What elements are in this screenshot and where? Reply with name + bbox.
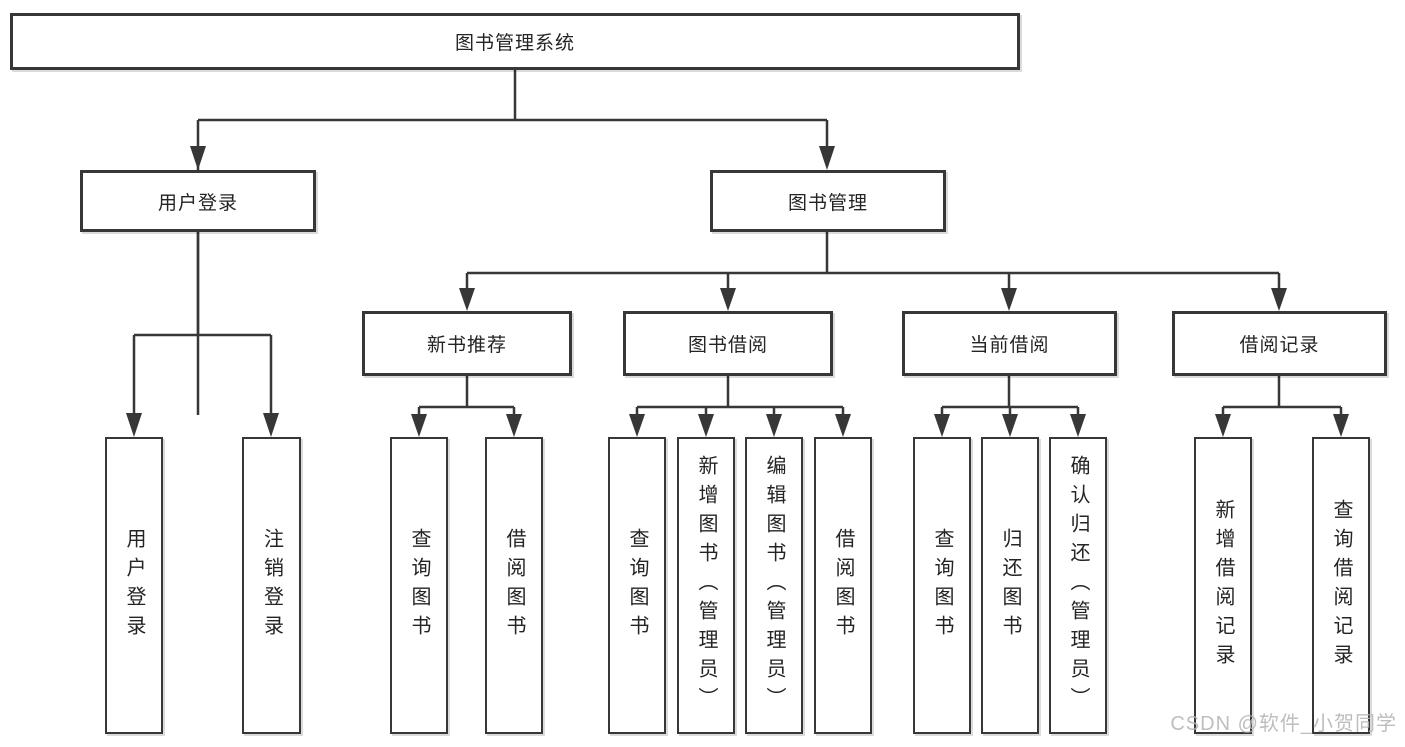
node-label: 借阅图书 (832, 527, 854, 644)
arrow-icon (720, 288, 736, 311)
leaf-user-login: 用户登录 (105, 437, 163, 734)
arrow-icon (819, 146, 835, 170)
arrow-icon (766, 414, 782, 437)
arrow-icon (934, 414, 950, 437)
node-label: 图书管理系统 (454, 33, 575, 54)
leaf-borrow-books: 借阅图书 (814, 437, 872, 734)
node-label: 用户登录 (123, 527, 145, 644)
arrow-icon (126, 413, 142, 437)
node-label: 查询借阅记录 (1330, 498, 1352, 673)
arrow-icon (1271, 288, 1287, 311)
arrow-icon (459, 288, 475, 311)
connector-current-borrow-subtree (940, 376, 1080, 416)
leaf-current-query-books: 查询图书 (913, 437, 971, 734)
node-user-login: 用户登录 (80, 170, 316, 232)
node-label: 新书推荐 (426, 335, 507, 356)
connector-user-login-subtree (132, 232, 273, 415)
leaf-return-books: 归还图书 (981, 437, 1039, 734)
connector-book-borrow-subtree (635, 376, 845, 416)
node-label: 借阅记录 (1239, 335, 1320, 356)
node-label: 用户登录 (157, 192, 238, 214)
connector-new-book-subtree (417, 376, 516, 416)
leaf-add-book-admin: 新增图书（管理员） (677, 437, 735, 734)
node-new-book-recommend: 新书推荐 (362, 311, 572, 376)
arrow-icon (1070, 414, 1086, 437)
leaf-confirm-return-admin: 确认归还（管理员） (1049, 437, 1107, 734)
leaf-query-borrow-record: 查询借阅记录 (1312, 437, 1370, 734)
leaf-add-borrow-record: 新增借阅记录 (1194, 437, 1252, 734)
leaf-edit-book-admin: 编辑图书（管理员） (745, 437, 803, 734)
node-label: 新增借阅记录 (1212, 498, 1234, 673)
node-label: 归还图书 (999, 527, 1021, 644)
arrow-icon (411, 414, 427, 437)
connector-book-mgmt-to-level3 (465, 232, 1281, 290)
node-book-borrow: 图书借阅 (623, 311, 833, 376)
arrow-icon (1215, 414, 1231, 437)
node-label: 查询图书 (931, 527, 953, 644)
node-label: 当前借阅 (969, 335, 1050, 356)
arrow-icon (629, 414, 645, 437)
node-label: 查询图书 (626, 527, 648, 644)
leaf-recommend-borrow-books: 借阅图书 (485, 437, 543, 734)
csdn-watermark: CSDN @软件_小贺同学 (1170, 713, 1397, 735)
node-label: 图书借阅 (687, 335, 768, 356)
arrow-icon (698, 414, 714, 437)
arrowheads (126, 146, 1349, 437)
arrow-icon (1333, 414, 1349, 437)
arrow-icon (1002, 414, 1018, 437)
node-borrow-record: 借阅记录 (1172, 311, 1387, 376)
leaf-recommend-query-books: 查询图书 (390, 437, 448, 734)
arrow-icon (263, 413, 279, 437)
node-label: 查询图书 (408, 527, 430, 644)
node-label: 注销登录 (260, 527, 283, 644)
leaf-borrow-query-books: 查询图书 (608, 437, 666, 734)
node-current-borrow: 当前借阅 (902, 311, 1117, 376)
arrow-icon (1001, 288, 1017, 311)
node-label: 借阅图书 (503, 527, 525, 644)
arrow-icon (506, 414, 522, 437)
node-root-system: 图书管理系统 (10, 13, 1020, 70)
node-label: 编辑图书（管理员） (763, 455, 785, 716)
node-label: 新增图书（管理员） (695, 455, 717, 716)
node-label: 图书管理 (787, 192, 868, 214)
node-label: 确认归还（管理员） (1067, 455, 1089, 716)
node-book-management: 图书管理 (710, 170, 946, 232)
connector-root-to-level2 (196, 70, 829, 415)
leaf-logout: 注销登录 (242, 437, 301, 734)
connector-borrow-record-subtree (1221, 376, 1343, 416)
arrow-icon (190, 146, 206, 170)
arrow-icon (835, 414, 851, 437)
